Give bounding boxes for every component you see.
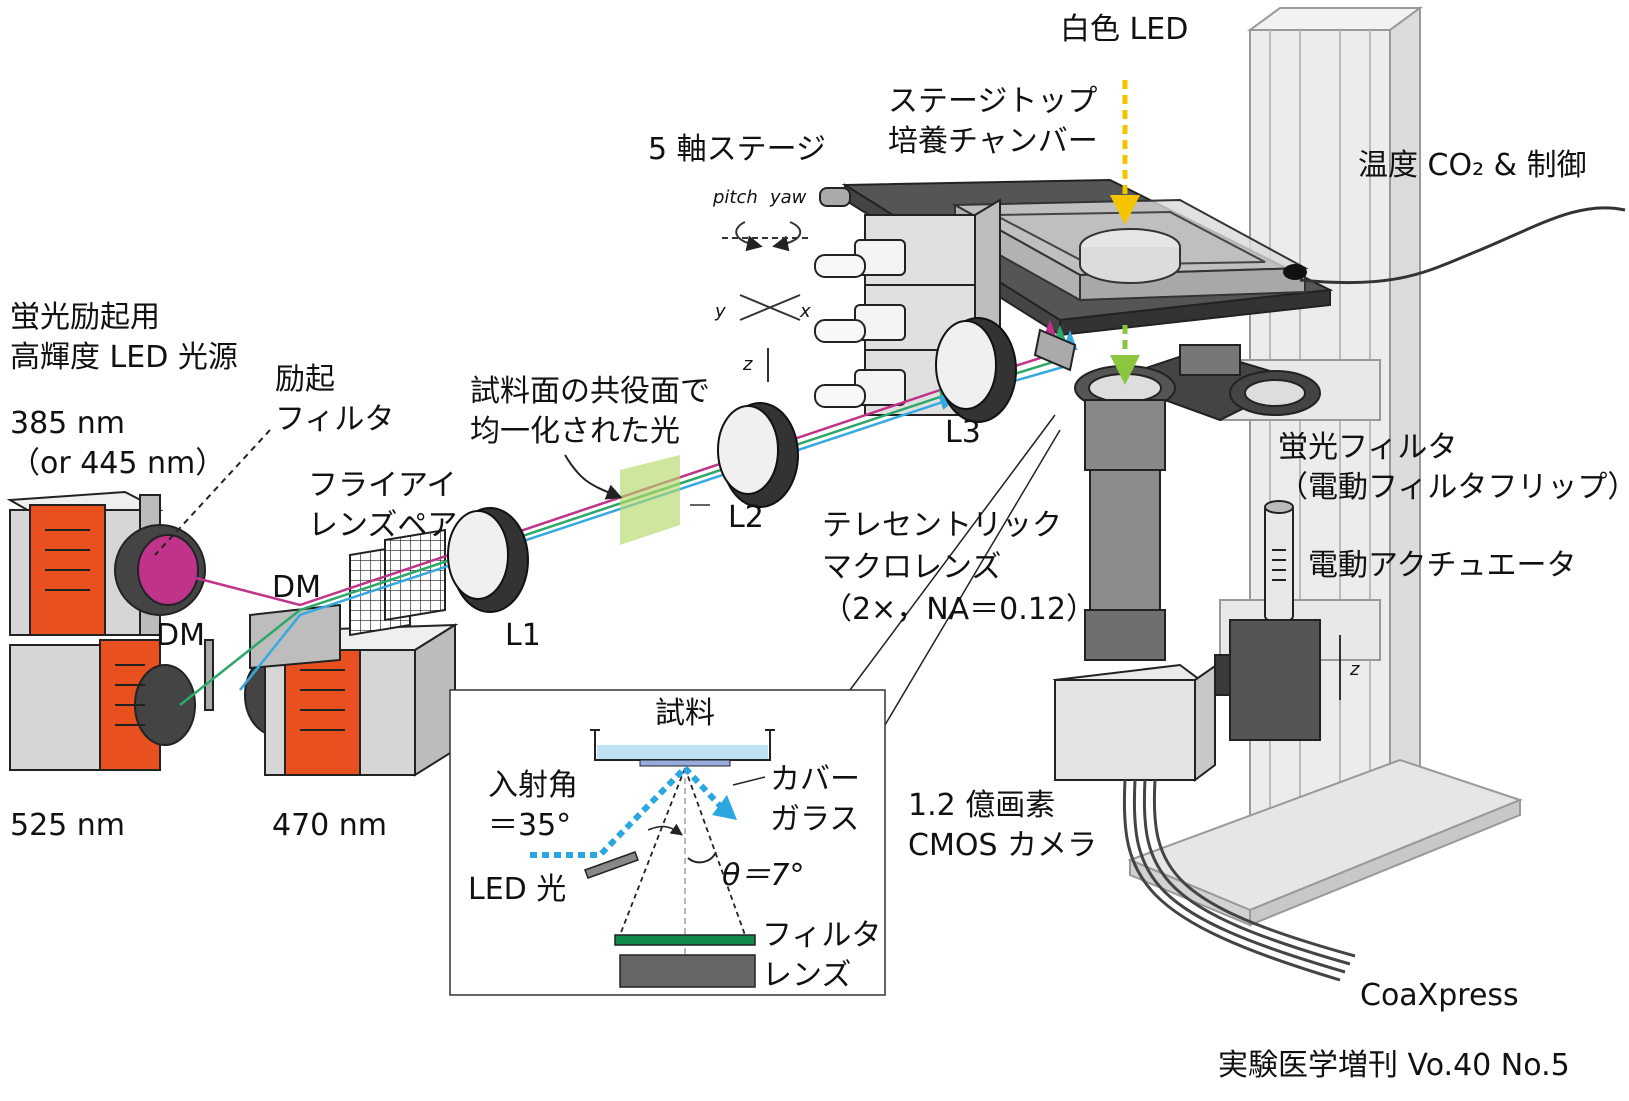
- stagetop-chamber-label: ステージトップ 培養チャンバー: [888, 84, 1098, 159]
- axis-z2-label: z: [1350, 659, 1360, 680]
- inset-incidence-angle-label: 入射角 ＝35°: [488, 768, 578, 843]
- inset-lens-label: レンズ: [762, 958, 852, 993]
- axis-x-label: x: [800, 301, 811, 322]
- filter-flipper: [1106, 344, 1321, 422]
- motor-actuator-label: 電動アクチュエータ: [1308, 548, 1577, 583]
- fold-mirror: [1033, 328, 1077, 372]
- wavelength-525-label: 525 nm: [10, 808, 126, 843]
- five-axis-stage-label: 5 軸ステージ: [648, 132, 827, 167]
- inset-cover-glass-label: カバー ガラス: [770, 762, 860, 837]
- coaxpress-label: CoaXpress: [1360, 978, 1519, 1013]
- camera-cables: [1122, 779, 1356, 982]
- lens-l2: [717, 402, 799, 508]
- dichroic-mirror-lower: [204, 639, 214, 711]
- homogenized-light-label: 試料面の共役面で 均一化された光: [470, 374, 710, 449]
- fly-eye-lens-2: [384, 528, 446, 622]
- white-led-label: 白色 LED: [1060, 12, 1189, 47]
- inset-panel: [449, 689, 886, 996]
- telecentric-macro-lens: [1074, 365, 1176, 661]
- wavelength-385-label: 385 nm （or 445 nm）: [10, 406, 226, 481]
- dm-lower-label: DM: [156, 618, 205, 653]
- motor-actuator: [1229, 500, 1341, 741]
- inset-connector-1: [849, 414, 1056, 691]
- dm-upper-label: DM: [272, 570, 321, 605]
- lens-l3-label: L3: [945, 415, 981, 450]
- conjugate-plane-pointer: [564, 454, 623, 500]
- citation-label: 実験医学増刊 Vo.40 No.5: [1218, 1048, 1570, 1083]
- axis-z-label: z: [743, 354, 753, 375]
- wavelength-470-label: 470 nm: [272, 808, 388, 843]
- led-source-385: [6, 490, 206, 636]
- inset-filter-label: フィルタ: [762, 918, 882, 953]
- axis-pitch-label: pitch: [713, 187, 758, 208]
- camera-label: 1.2 億画素 CMOS カメラ: [908, 788, 1098, 863]
- lens-l3: [935, 317, 1017, 423]
- excitation-filter-label: 励起 フィルタ: [275, 362, 395, 437]
- inset-led-light-label: LED 光: [468, 872, 567, 907]
- led-stripes: [45, 529, 345, 731]
- fly-eye-lens-pair-label: フライアイ レンズペア: [308, 468, 458, 543]
- fluor-led-source-label: 蛍光励起用 高輝度 LED 光源: [10, 300, 238, 375]
- led-source-525: [9, 639, 196, 771]
- conjugate-plane: [620, 455, 680, 545]
- fluor-filter-label: 蛍光フィルタ （電動フィルタフリップ）: [1278, 430, 1629, 505]
- lens-l1: [447, 507, 529, 613]
- inset-theta-label: θ＝7°: [722, 858, 805, 893]
- axis-yaw-label: yaw: [770, 187, 807, 208]
- lens-l2-label: L2: [728, 500, 764, 535]
- telecentric-lens-label: テレセントリック マクロレンズ （2×，NA＝0.12）: [822, 508, 1096, 627]
- inset-sample-label: 試料: [655, 696, 715, 731]
- lens-l1-label: L1: [505, 618, 541, 653]
- control-cable: [1299, 206, 1626, 285]
- inset-connector-2: [884, 429, 1061, 726]
- axis-y-label: y: [715, 301, 726, 322]
- temp-co2-label: 温度 CO₂ & 制御: [1358, 148, 1587, 183]
